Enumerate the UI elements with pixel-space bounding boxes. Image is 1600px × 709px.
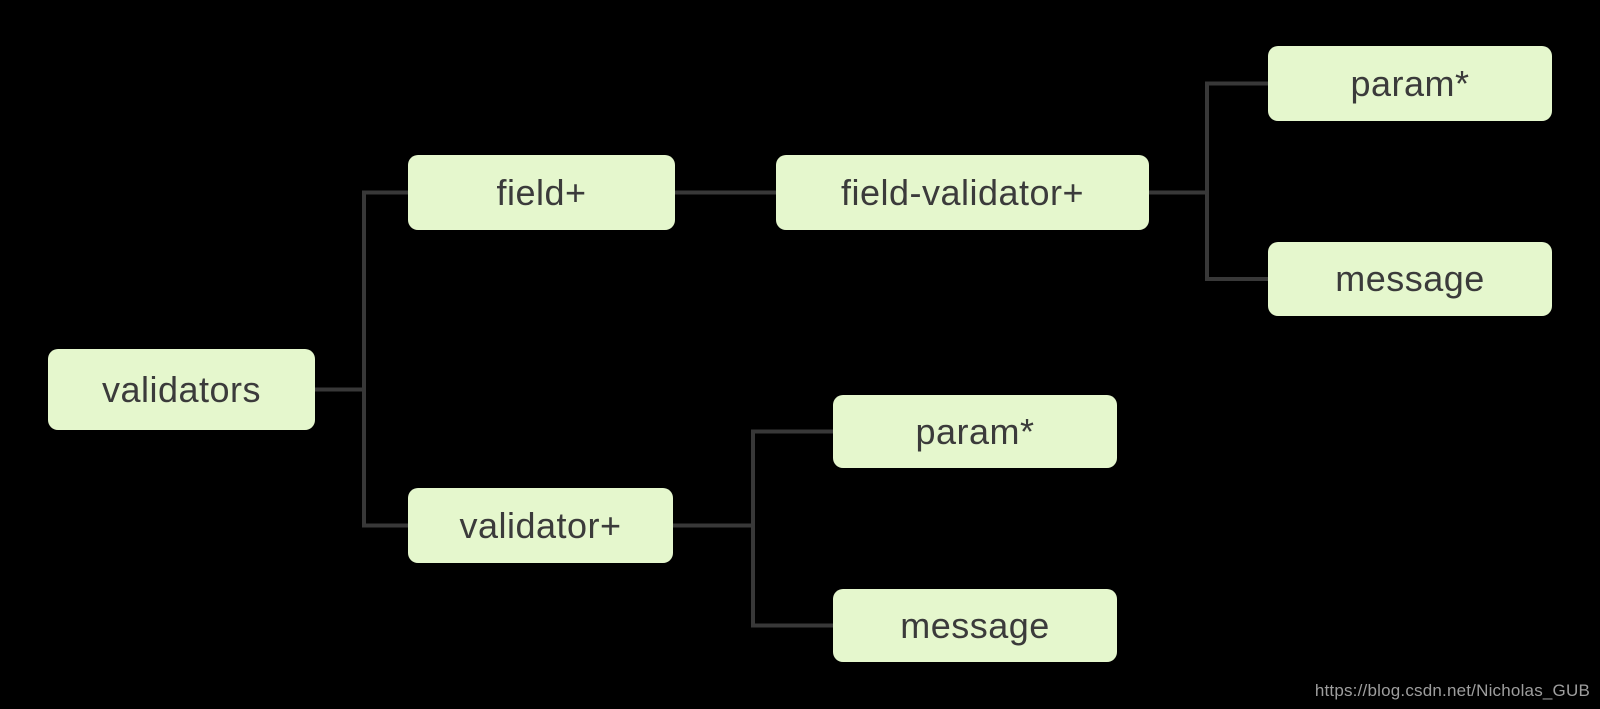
connector-validators-children-bracket bbox=[362, 190, 408, 528]
node-field: field+ bbox=[408, 155, 675, 230]
connector-field-validator-children-bracket bbox=[1205, 81, 1268, 281]
node-validator: validator+ bbox=[408, 488, 673, 563]
node-field-validator: field-validator+ bbox=[776, 155, 1149, 230]
connector-validator-children-bracket bbox=[751, 429, 833, 628]
node-field-validator-message: message bbox=[1268, 242, 1552, 316]
node-validator-param: param* bbox=[833, 395, 1117, 468]
node-validators: validators bbox=[48, 349, 315, 430]
node-validator-message: message bbox=[833, 589, 1117, 662]
node-field-validator-param: param* bbox=[1268, 46, 1552, 121]
watermark-url: https://blog.csdn.net/Nicholas_GUB bbox=[1314, 681, 1590, 700]
